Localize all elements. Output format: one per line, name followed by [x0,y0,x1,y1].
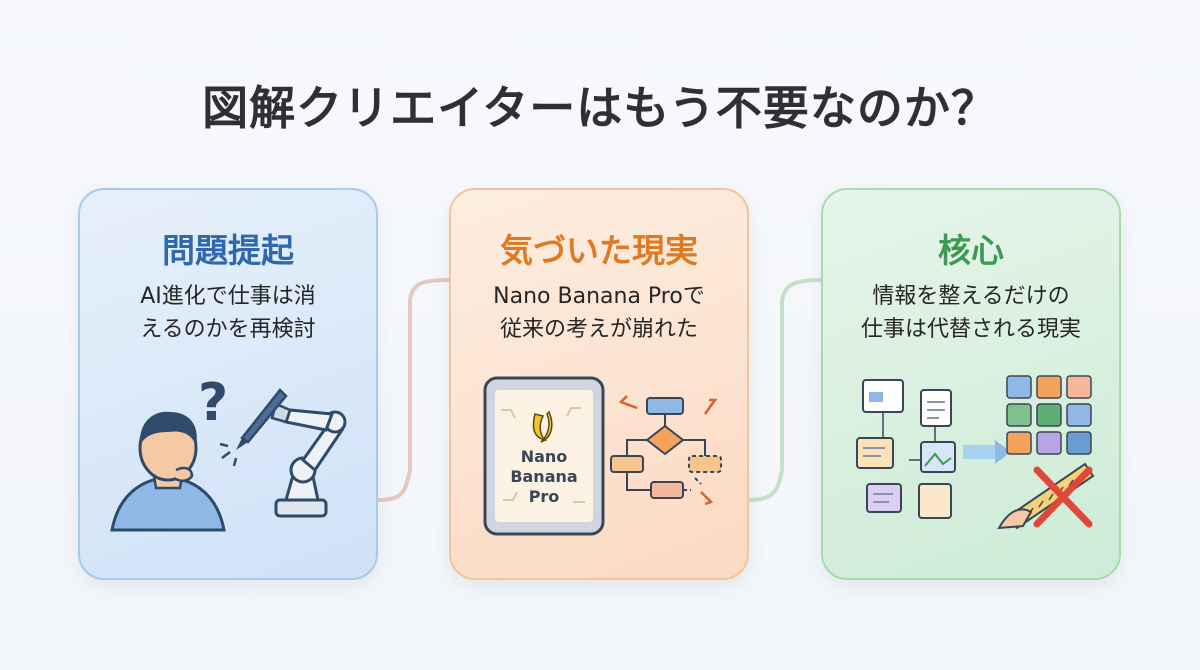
card-description-line: えるのかを再検討 [140,317,316,342]
card-description-line: 情報を整えるだけの [872,284,1070,309]
card-description: Nano Banana Proで 従来の考えが崩れた [461,280,737,346]
card-core: 核心 情報を整えるだけの 仕事は代替される現実 [821,188,1121,580]
tablet-flowchart-icon: Nano Banana Pro [483,376,722,536]
page-title: 図解クリエイターはもう不要なのか？ [202,81,998,135]
card-description-line: Nano Banana Proで [493,284,705,309]
card-problem: 問題提起 AI進化で仕事は消 えるのかを再検討 ? [78,188,378,580]
card-description-line: 従来の考えが崩れた [499,317,698,342]
card-title: 気づいた現実 [500,231,698,270]
connector-orange-green [748,278,822,502]
tablet-text-line: Nano [521,447,568,466]
tablet-text-line: Pro [529,487,560,506]
card-title: 問題提起 [162,231,294,270]
card-title: 核心 [938,231,1004,270]
person-thinking-robot-arm-icon: ? [110,373,347,532]
card-realization: 気づいた現実 Nano Banana Proで 従来の考えが崩れた Nano B… [449,188,749,580]
card-description-line: AI進化で仕事は消 [140,284,316,309]
documents-to-grid-icon [856,375,1095,530]
card-description-line: 仕事は代替される現実 [860,317,1081,342]
card-description: 情報を整えるだけの 仕事は代替される現実 [833,280,1109,346]
card-description: AI進化で仕事は消 えるのかを再検討 [90,280,366,346]
connector-blue-orange [377,278,450,502]
tablet-text-line: Banana [510,467,577,486]
svg-text:?: ? [198,373,228,433]
